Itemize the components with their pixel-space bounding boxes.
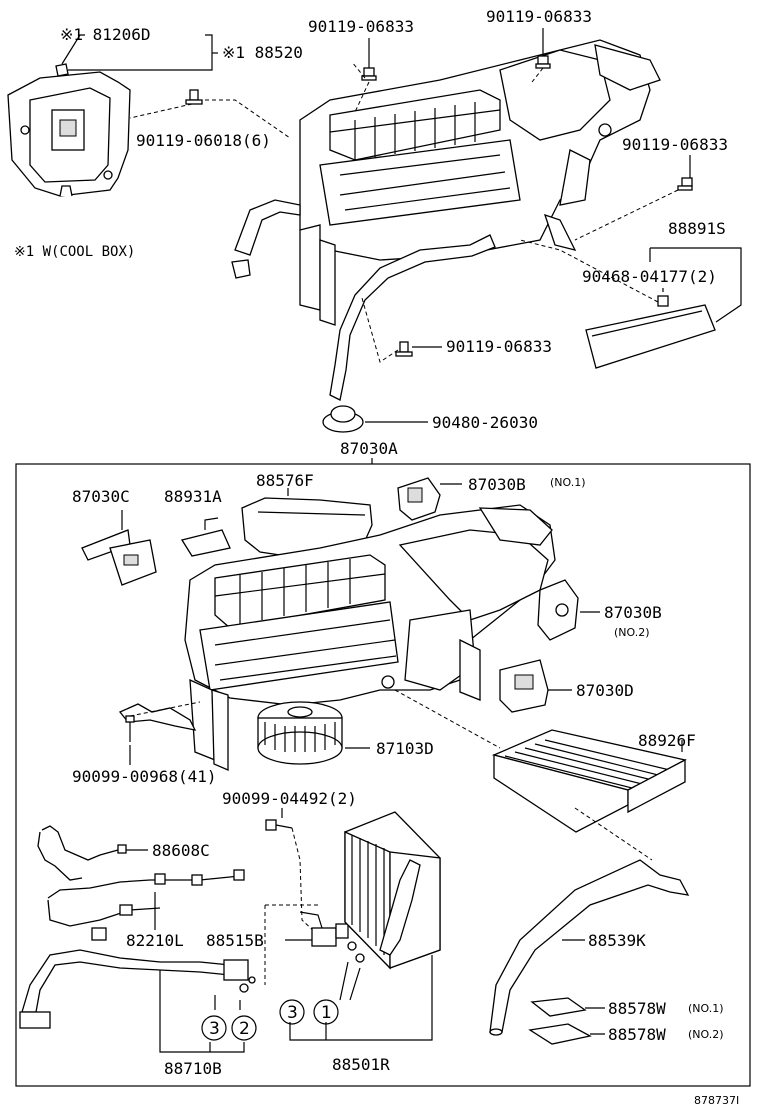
callout-circle-3 (201, 1015, 227, 1041)
callout-circle-2 (231, 1015, 257, 1041)
filter-88926f (492, 729, 687, 833)
actuator-87030d (499, 659, 549, 713)
label-90099-04492: 90099-04492(2) (222, 789, 357, 808)
harness-82210l (47, 869, 245, 941)
screw-90119-06833-c (677, 177, 693, 191)
label-90119-06833-a: 90119-06833 (308, 17, 414, 36)
label-90480-26030: 90480-26030 (432, 413, 538, 432)
cool-box-module (7, 71, 131, 197)
drain-hose (329, 234, 496, 401)
label-88576f: 88576F (256, 471, 314, 490)
label-88926f: 88926F (638, 731, 696, 750)
pad-88578w-no2 (528, 1023, 592, 1045)
callout-circle-3 (279, 999, 305, 1025)
callout-label-1: 1 (321, 1003, 332, 1023)
label-87030b-no2: 87030B (604, 603, 662, 622)
label-90119-06833-c: 90119-06833 (622, 135, 728, 154)
label-88578w-no2: 88578W (608, 1025, 666, 1044)
figure-id: 878737I (694, 1094, 739, 1107)
hvac-unit-main (184, 504, 556, 771)
side-duct-main (118, 703, 197, 731)
callout-label-3: 3 (209, 1019, 220, 1039)
label-87103d: 87103D (376, 739, 434, 758)
screw-90099-00968 (125, 715, 135, 742)
label-88501r: 88501R (332, 1055, 390, 1074)
callout-circle-1 (313, 999, 339, 1025)
label-88578w-no1: 88578W (608, 999, 666, 1018)
drain-hose-88539k (489, 859, 690, 1036)
expansion-valve-88515b (299, 911, 349, 947)
label-88515b: 88515B (206, 931, 264, 950)
label-90119-06833-d: 90119-06833 (446, 337, 552, 356)
label-87030b-no1: 87030B (468, 475, 526, 494)
blower-87103d (257, 701, 343, 765)
label-88891s: 88891S (668, 219, 726, 238)
label-88520: ※1 88520 (222, 43, 303, 62)
sensor-88931a (180, 517, 231, 557)
label-88578w-no1-note: (NO.1) (688, 1002, 724, 1015)
clip-81206d (55, 63, 69, 77)
label-87030a: 87030A (340, 439, 398, 458)
note-cool-box: ※1 W(COOL BOX) (14, 244, 135, 260)
label-88539k: 88539K (588, 931, 646, 950)
screw-90119-06833-b (535, 55, 551, 69)
label-90119-06018: 90119-06018(6) (136, 131, 271, 150)
bolt-90119-06018 (185, 89, 203, 105)
label-90119-06833-b: 90119-06833 (486, 7, 592, 26)
label-87030c: 87030C (72, 487, 130, 506)
screw-90099-04492 (265, 819, 293, 831)
label-87030b-no1-note: (NO.1) (550, 476, 586, 489)
label-88608c: 88608C (152, 841, 210, 860)
grommet-90480-26030 (322, 405, 364, 433)
actuator-87030b-no1 (397, 477, 441, 521)
evaporator-88501r (344, 811, 441, 970)
label-81206d: ※1 81206D (60, 25, 150, 44)
label-87030b-no2-note: (NO.2) (614, 626, 650, 639)
label-87030d: 87030D (576, 681, 634, 700)
label-88931a: 88931A (164, 487, 222, 506)
pad-88578w-no1 (530, 997, 587, 1017)
label-90468-04177: 90468-04177(2) (582, 267, 717, 286)
label-88578w-no2-note: (NO.2) (688, 1028, 724, 1041)
screw-90119-06833-d (395, 341, 413, 357)
screw-90119-06833-a (361, 67, 377, 81)
label-82210l: 82210L (126, 931, 184, 950)
hvac-unit-top (299, 39, 661, 326)
callout-label-3: 3 (287, 1003, 298, 1023)
pipe-88710b (19, 949, 249, 1029)
clip-90468-04177 (657, 295, 669, 307)
label-90099-00968: 90099-00968(41) (72, 767, 217, 786)
filter-door-88891s (585, 304, 716, 369)
callout-label-2: 2 (239, 1019, 250, 1039)
side-duct-top (234, 199, 301, 256)
actuator-87030c (81, 529, 157, 586)
assembly-box (15, 463, 751, 1087)
actuator-87030b-no2 (537, 579, 579, 641)
label-88710b: 88710B (164, 1059, 222, 1078)
sensor-wire-88608c (37, 825, 127, 881)
duct-88576f (241, 497, 373, 559)
